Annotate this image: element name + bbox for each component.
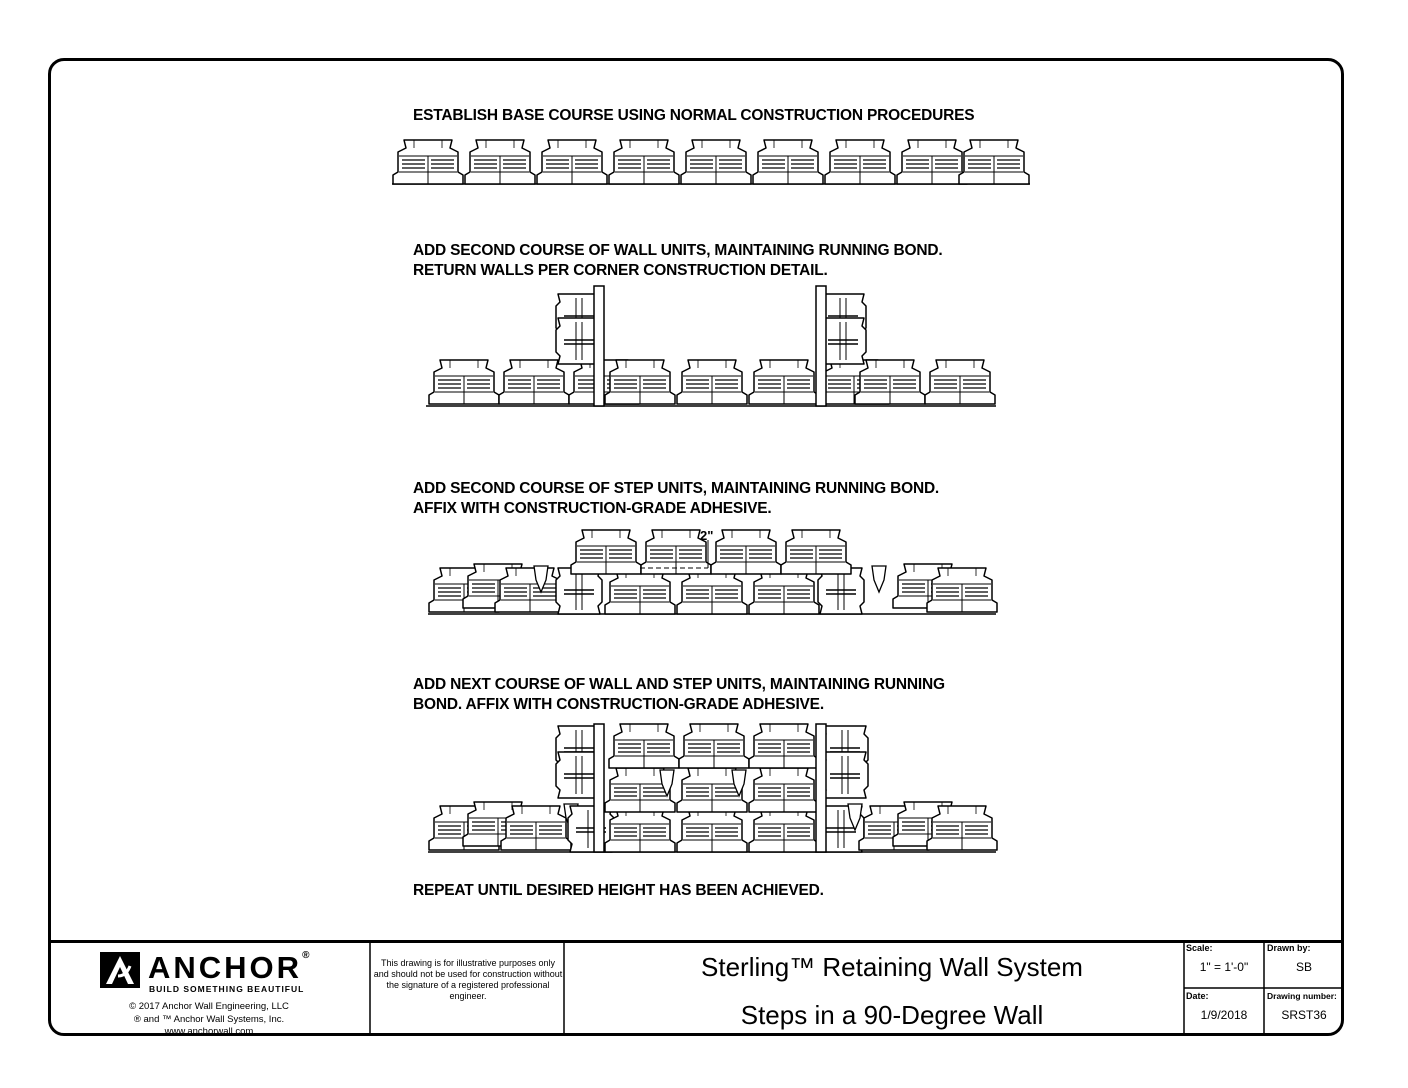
step-4-line-1: ADD NEXT COURSE OF WALL AND STEP UNITS, … (413, 676, 945, 693)
drawn-by-value: SB (1295, 960, 1312, 974)
second-course-wall-drawing (426, 285, 996, 407)
drawing-title: Sterling™ Retaining Wall System (701, 952, 1083, 982)
construction-drawings: 2" (392, 139, 1030, 853)
anchor-logo-icon (100, 952, 140, 988)
drawing-number-label: Drawing number: (1267, 991, 1337, 1001)
scale-value: 1" = 1'-0" (1199, 960, 1249, 974)
step-2-line-2: RETURN WALLS PER CORNER CONSTRUCTION DET… (413, 262, 828, 279)
title-block-grid (48, 940, 1344, 1036)
title-block: ANCHOR® BUILD SOMETHING BEAUTIFUL © 2017… (48, 940, 1344, 1036)
dimension-label: 2" (700, 528, 713, 543)
step-2-line-1: ADD SECOND COURSE OF WALL UNITS, MAINTAI… (413, 242, 943, 259)
scale-label: Scale: (1186, 943, 1213, 953)
step-4-text: ADD NEXT COURSE OF WALL AND STEP UNITS, … (413, 675, 945, 715)
second-course-step-drawing: 2" (428, 528, 998, 615)
logo-wordmark: ANCHOR® (148, 950, 312, 986)
next-course-drawing (428, 723, 998, 853)
step-5-line-1: REPEAT UNTIL DESIRED HEIGHT HAS BEEN ACH… (413, 882, 824, 899)
website-link[interactable]: www.anchorwall.com (164, 1026, 254, 1036)
drawing-subtitle: Steps in a 90-Degree Wall (740, 1000, 1044, 1030)
step-5-text: REPEAT UNTIL DESIRED HEIGHT HAS BEEN ACH… (413, 881, 824, 901)
step-1-line-1: ESTABLISH BASE COURSE USING NORMAL CONST… (413, 107, 975, 124)
drawing-sheet-border (48, 58, 1344, 1036)
date-label: Date: (1186, 991, 1209, 1001)
step-4-line-2: BOND. AFFIX WITH CONSTRUCTION-GRADE ADHE… (413, 696, 824, 713)
step-1-text: ESTABLISH BASE COURSE USING NORMAL CONST… (413, 106, 975, 126)
step-2-text: ADD SECOND COURSE OF WALL UNITS, MAINTAI… (413, 241, 943, 281)
drawn-by-label: Drawn by: (1267, 943, 1311, 953)
step-3-text: ADD SECOND COURSE OF STEP UNITS, MAINTAI… (413, 479, 939, 519)
copyright-line-2: ® and ™ Anchor Wall Systems, Inc. (133, 1014, 285, 1025)
logo-registered: ® (302, 950, 313, 961)
date-value: 1/9/2018 (1200, 1008, 1248, 1022)
base-course-drawing (392, 139, 1030, 185)
copyright-line-1: © 2017 Anchor Wall Engineering, LLC (129, 1001, 289, 1012)
disclaimer-text: This drawing is for illustrative purpose… (373, 958, 563, 1001)
logo-tagline: BUILD SOMETHING BEAUTIFUL (149, 984, 305, 994)
drawing-number-value: SRST36 (1281, 1008, 1327, 1022)
step-3-line-1: ADD SECOND COURSE OF STEP UNITS, MAINTAI… (413, 480, 940, 497)
logo-word: ANCHOR (148, 950, 303, 985)
step-3-line-2: AFFIX WITH CONSTRUCTION-GRADE ADHESIVE. (413, 500, 772, 517)
